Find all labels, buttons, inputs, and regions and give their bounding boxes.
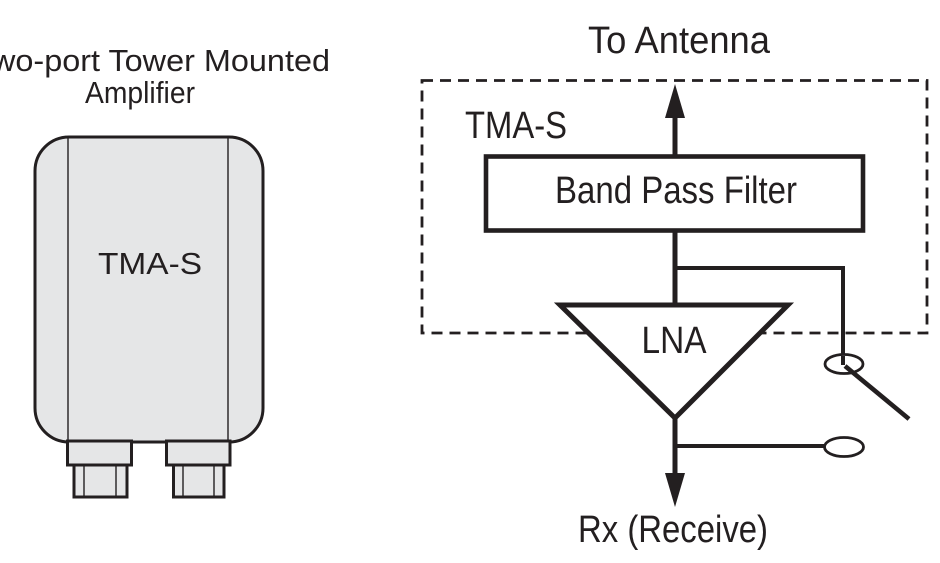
switch-lower-contact-icon — [823, 436, 865, 458]
to-antenna-label: To Antenna — [588, 20, 771, 62]
schematic-figure: To Antenna TMA-S Band Pass Filter LNA — [420, 20, 929, 551]
connector1-flange — [66, 439, 133, 467]
connector2-barrel — [172, 463, 226, 499]
device-title-line1: wo-port Tower Mounted — [0, 43, 330, 78]
device-figure: wo-port Tower Mounted Amplifier TMA-S — [0, 43, 330, 499]
band-pass-filter-label: Band Pass Filter — [555, 170, 797, 212]
lna-label: LNA — [642, 320, 708, 362]
device-body — [33, 135, 265, 444]
connector1-barrel — [72, 463, 129, 499]
receive-label: Rx (Receive) — [578, 509, 768, 551]
connector2-flange — [165, 439, 232, 467]
receive-arrowhead-icon — [665, 473, 685, 507]
device-title-line2: Amplifier — [85, 75, 195, 110]
tma-enclosure-label: TMA-S — [465, 105, 567, 147]
antenna-arrowhead-icon — [665, 84, 685, 118]
lna-amplifier-symbol — [553, 302, 795, 422]
bypass-branch-wire — [675, 266, 845, 357]
device-label: TMA-S — [98, 246, 202, 281]
switch-lever — [843, 364, 911, 421]
